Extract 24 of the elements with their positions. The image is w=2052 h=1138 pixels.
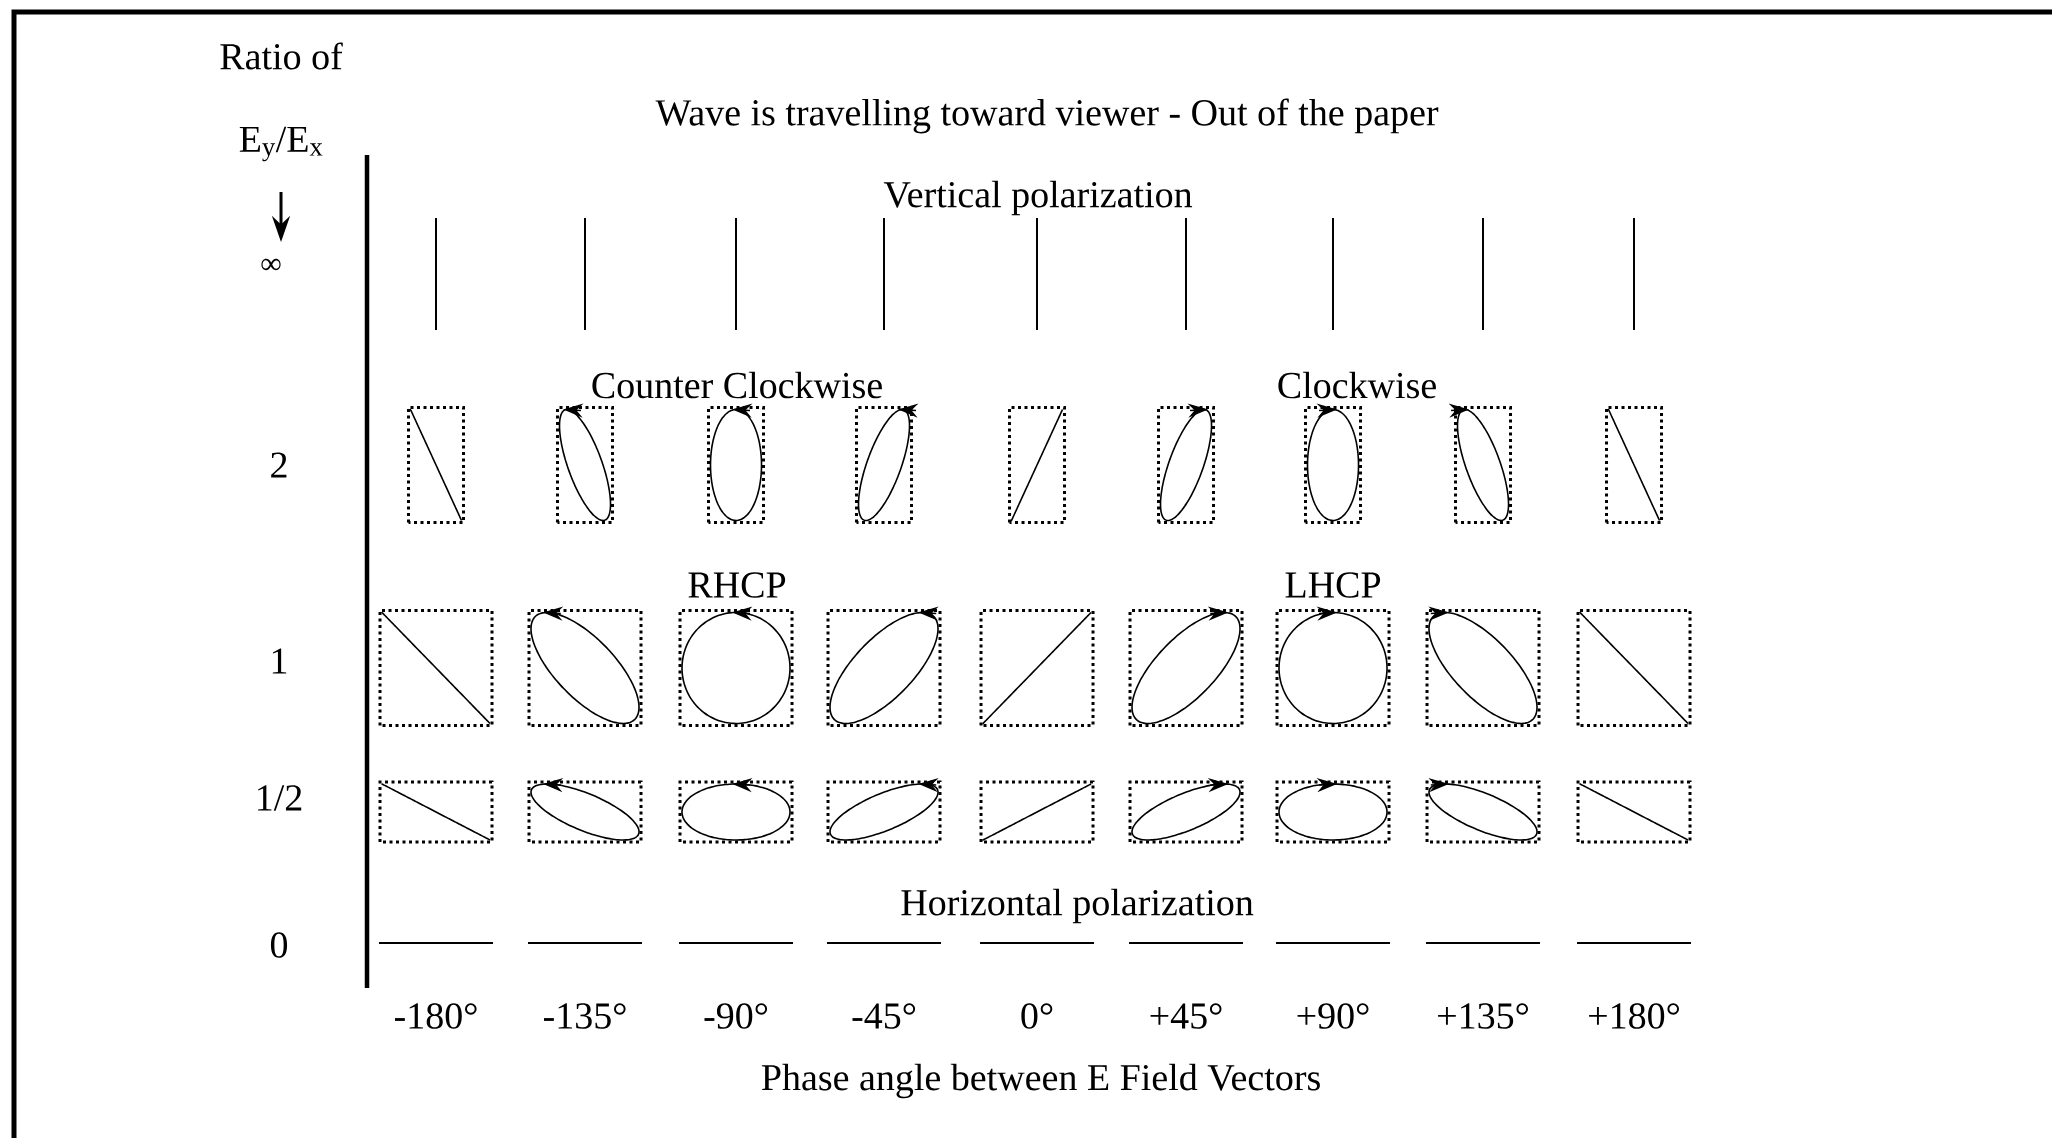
- tick-label: -45°: [852, 1003, 916, 1029]
- annotation: LHCP: [1285, 572, 1381, 598]
- tick-label: +180°: [1589, 1003, 1679, 1029]
- row-label: ∞: [261, 258, 281, 271]
- annotation: Counter Clockwise: [592, 371, 882, 399]
- tick-label: +135°: [1438, 1003, 1528, 1029]
- axis-title: E$_{y}$/E$_{x}$: [239, 126, 323, 162]
- row-label: 2: [271, 452, 287, 478]
- annotation: RHCP: [688, 572, 786, 598]
- annotation: Vertical polarization: [883, 180, 1193, 216]
- annotation: Horizontal polarization: [901, 888, 1254, 924]
- tick-label: 0°: [1021, 1003, 1053, 1029]
- row-label: 0: [270, 932, 288, 958]
- row-label: 1/2: [258, 785, 302, 811]
- axis-title: Phase angle between E Field Vectors: [761, 1063, 1320, 1099]
- row-label: 1: [272, 648, 287, 674]
- annotation: Clockwise: [1278, 371, 1436, 399]
- heading: Wave is travelling toward viewer - Out of the paper: [655, 98, 1439, 134]
- tick-label: -135°: [544, 1003, 626, 1029]
- tick-label: -180°: [395, 1003, 477, 1029]
- tick-label: +45°: [1150, 1003, 1222, 1029]
- axis-title: Ratio of: [220, 42, 343, 70]
- tick-label: +90°: [1297, 1003, 1369, 1029]
- tick-label: -90°: [704, 1003, 768, 1029]
